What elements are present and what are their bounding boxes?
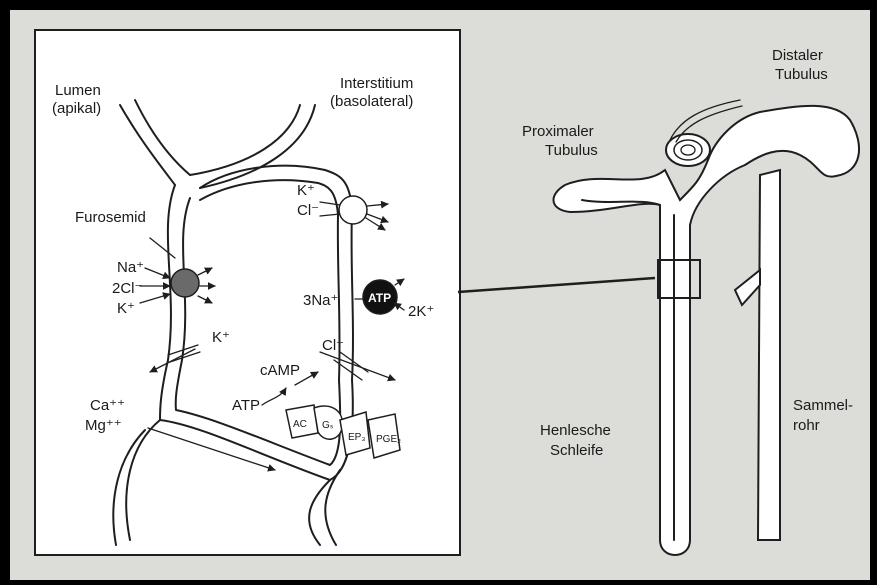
furosemid-label: Furosemid (75, 209, 146, 226)
gs-label: Gₛ (322, 420, 334, 431)
connector-line (458, 278, 655, 292)
distaler-label-1: Distaler (772, 47, 823, 64)
k-lumen-label: K⁺ (117, 300, 135, 317)
sammel-label-1: Sammel- (793, 397, 853, 414)
atp-label: ATP (232, 397, 260, 414)
proximaler-label-1: Proximaler (522, 123, 594, 140)
interstitium-label-2: (basolateral) (330, 93, 413, 110)
sammel-label-2: rohr (793, 417, 820, 434)
atp-pump-label: ATP (368, 291, 391, 305)
k-channel-label: K⁺ (212, 329, 230, 346)
proximaler-label-2: Tubulus (545, 142, 598, 159)
three-na-label: 3Na⁺ (303, 292, 338, 309)
cl-top-label: Cl⁻ (297, 202, 319, 219)
camp-label: cAMP (260, 362, 300, 379)
pge2-label: PGE₂ (376, 434, 401, 445)
two-k-label: 2K⁺ (408, 303, 434, 320)
cl-channel-label: Cl⁻ (322, 337, 344, 354)
henle-label-2: Schleife (550, 442, 603, 459)
interstitium-label-1: Interstitium (340, 75, 413, 92)
ca-label: Ca⁺⁺ (90, 397, 125, 414)
distaler-label-2: Tubulus (775, 66, 828, 83)
ep3-label: EP₃ (348, 432, 365, 443)
lumen-label-2: (apikal) (52, 100, 101, 117)
two-cl-label: 2Cl⁻ (112, 280, 142, 297)
henle-label-1: Henlesche (540, 422, 611, 439)
nephron-outline (554, 100, 860, 555)
ac-label: AC (293, 419, 307, 430)
mg-label: Mg⁺⁺ (85, 417, 122, 434)
lumen-label-1: Lumen (55, 82, 101, 99)
na-label: Na⁺ (117, 259, 144, 276)
k-top-label: K⁺ (297, 182, 315, 199)
